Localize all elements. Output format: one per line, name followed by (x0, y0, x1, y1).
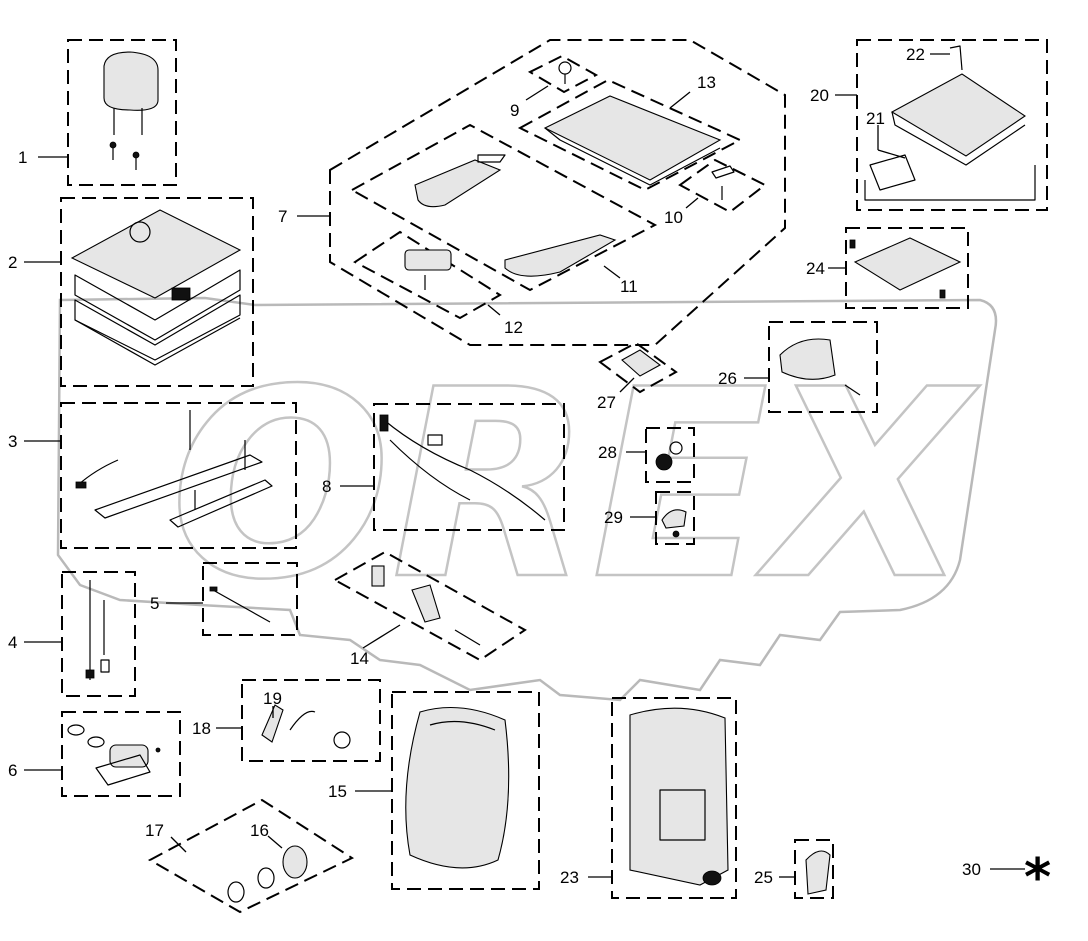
group-box-28 (645, 427, 695, 483)
asterisk-symbol-30: * (1024, 848, 1051, 908)
callout-30: 30 (962, 860, 981, 879)
callout-27: 27 (597, 393, 616, 412)
callout-26: 26 (718, 369, 737, 388)
group-box-17 (147, 798, 355, 914)
group-box-7 (329, 39, 786, 346)
callout-17: 17 (145, 821, 164, 840)
part-10 (711, 165, 735, 200)
group-box-26 (768, 321, 878, 413)
part-cable-4 (85, 580, 110, 680)
group-box-25 (794, 839, 834, 899)
group-box-12 (353, 230, 502, 320)
group-box-2 (60, 197, 254, 387)
part-lever-18 (261, 704, 351, 749)
callout-6: 6 (8, 761, 17, 780)
leader-lines (24, 53, 1025, 878)
watermark-outline-shape (56, 296, 998, 702)
callout-labels: 1 2 3 4 5 6 7 8 9 10 11 12 13 14 15 16 1… (8, 45, 1051, 908)
callout-8: 8 (322, 477, 331, 496)
callout-13: 13 (697, 73, 716, 92)
callout-14: 14 (350, 649, 369, 668)
group-box-18 (241, 679, 381, 762)
part-knob-16 (227, 845, 308, 903)
callout-21: 21 (866, 109, 885, 128)
callout-5: 5 (150, 594, 159, 613)
part-29 (661, 509, 687, 538)
callout-18: 18 (192, 719, 211, 738)
watermark: OREX (56, 296, 998, 702)
callout-15: 15 (328, 782, 347, 801)
part-backrest-cushion-15 (405, 706, 510, 869)
part-slide-rails (75, 410, 273, 528)
callout-29: 29 (604, 508, 623, 527)
callout-9: 9 (510, 101, 519, 120)
part-seat-frame-20 (864, 45, 1036, 201)
part-26 (779, 338, 861, 396)
callout-2: 2 (8, 253, 17, 272)
part-9 (558, 61, 572, 84)
group-box-23 (611, 697, 737, 899)
group-box-8 (373, 403, 565, 531)
group-box-10 (678, 158, 767, 214)
part-compressor-6 (67, 724, 161, 786)
callout-16: 16 (250, 821, 269, 840)
callout-25: 25 (754, 868, 773, 887)
group-box-9 (527, 54, 599, 94)
part-rod-5 (209, 586, 271, 623)
part-12 (404, 249, 452, 290)
group-box-5 (202, 562, 298, 636)
callout-28: 28 (598, 443, 617, 462)
callout-24: 24 (806, 259, 825, 278)
part-bracket-14 (371, 565, 481, 646)
callout-23: 23 (560, 868, 579, 887)
callout-4: 4 (8, 633, 17, 652)
callout-12: 12 (504, 318, 523, 337)
group-box-13 (517, 78, 743, 192)
part-side-trim-11 (414, 154, 617, 277)
group-box-27 (598, 341, 678, 394)
part-27 (621, 349, 662, 377)
callout-20: 20 (810, 86, 829, 105)
part-24 (849, 237, 962, 299)
callout-1: 1 (18, 148, 27, 167)
group-box-11 (349, 123, 658, 292)
part-28 (655, 441, 683, 471)
group-box-29 (655, 491, 695, 545)
group-box-3 (60, 402, 297, 549)
group-box-4 (61, 571, 136, 697)
part-wire-harness-8 (379, 414, 546, 521)
watermark-text: OREX (170, 335, 980, 637)
part-seat-suspension (70, 209, 242, 366)
callout-11: 11 (620, 277, 638, 296)
callout-22: 22 (906, 45, 925, 64)
group-box-6 (61, 711, 181, 797)
callout-19: 19 (263, 689, 282, 708)
callout-7: 7 (278, 207, 287, 226)
callout-3: 3 (8, 432, 17, 451)
part-25 (805, 850, 831, 895)
part-seat-pan-13 (543, 95, 722, 186)
group-box-14 (332, 550, 527, 662)
part-headrest (103, 51, 159, 170)
group-box-1 (67, 39, 177, 186)
part-backrest-frame-23 (629, 707, 729, 886)
group-box-20 (856, 39, 1048, 211)
callout-10: 10 (664, 208, 683, 227)
